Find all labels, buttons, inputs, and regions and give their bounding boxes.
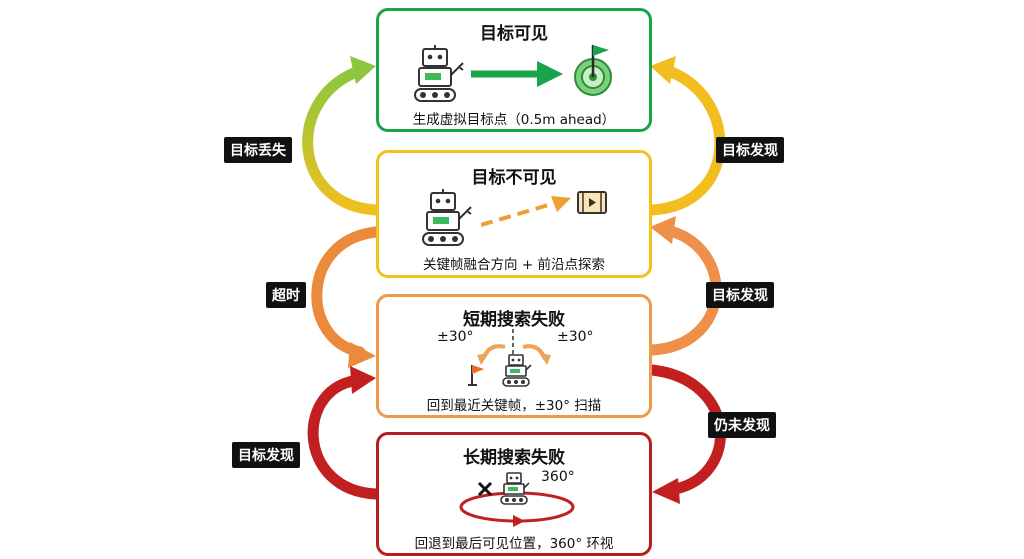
arrow-found-lower (307, 374, 382, 500)
tag-target-found-upper: 目标发现 (716, 137, 784, 163)
robot-icon (422, 189, 472, 246)
arrow-found-lower-head (350, 366, 376, 394)
state-caption: 生成虚拟目标点（0.5m ahead） (412, 112, 616, 128)
state-title: 短期搜索失败 (463, 310, 565, 330)
robot-icon (414, 45, 464, 102)
dashed-arrow-icon (481, 196, 571, 227)
state-target-invisible: 目标不可见 关键帧融合方向 + 前沿点探索 (376, 150, 652, 278)
green-arrow-icon (471, 61, 563, 87)
arrow-found-middle-head (650, 216, 676, 244)
angle-label-360: 360° (541, 469, 575, 485)
arrow-timeout (311, 226, 382, 358)
state-long-term-search-failed: 长期搜索失败 360° 回退到最后可见位置，360° 环视 (376, 432, 652, 556)
arrow-target-lost-head (350, 56, 376, 84)
state-caption: 回到最近关键帧，±30° 扫描 (426, 398, 602, 414)
arrow-found-upper (646, 64, 726, 216)
tag-target-found-lower: 目标发现 (232, 442, 300, 468)
robot-icon (502, 354, 532, 387)
angle-label-right: ±30° (557, 329, 594, 345)
arrow-timeout-head (348, 342, 376, 368)
state-title: 目标不可见 (471, 168, 557, 188)
arrow-target-lost (302, 64, 382, 216)
arrow-still-not-found-head (652, 478, 680, 504)
video-frame-icon (577, 191, 607, 214)
state-short-term-search-failed: 短期搜索失败 ±30° ±30° 回到最近关键帧，±30° 扫描 (376, 294, 652, 418)
target-flag-icon (574, 45, 612, 96)
state-caption: 关键帧融合方向 + 前沿点探索 (423, 257, 605, 273)
tag-target-lost: 目标丢失 (224, 137, 292, 163)
state-caption: 回退到最后可见位置，360° 环视 (414, 536, 614, 552)
arrow-found-upper-head (650, 56, 676, 84)
angle-label-left: ±30° (437, 329, 474, 345)
tag-timeout: 超时 (266, 282, 306, 308)
state-target-visible: 目标可见 生成虚拟目标点（0.5m ahead） (376, 8, 652, 132)
flag-icon (468, 365, 484, 386)
state-title: 长期搜索失败 (463, 448, 565, 468)
tag-still-not-found: 仍未发现 (708, 412, 776, 438)
state-title: 目标可见 (480, 24, 548, 44)
tag-target-found-middle: 目标发现 (706, 282, 774, 308)
robot-icon (500, 472, 530, 505)
